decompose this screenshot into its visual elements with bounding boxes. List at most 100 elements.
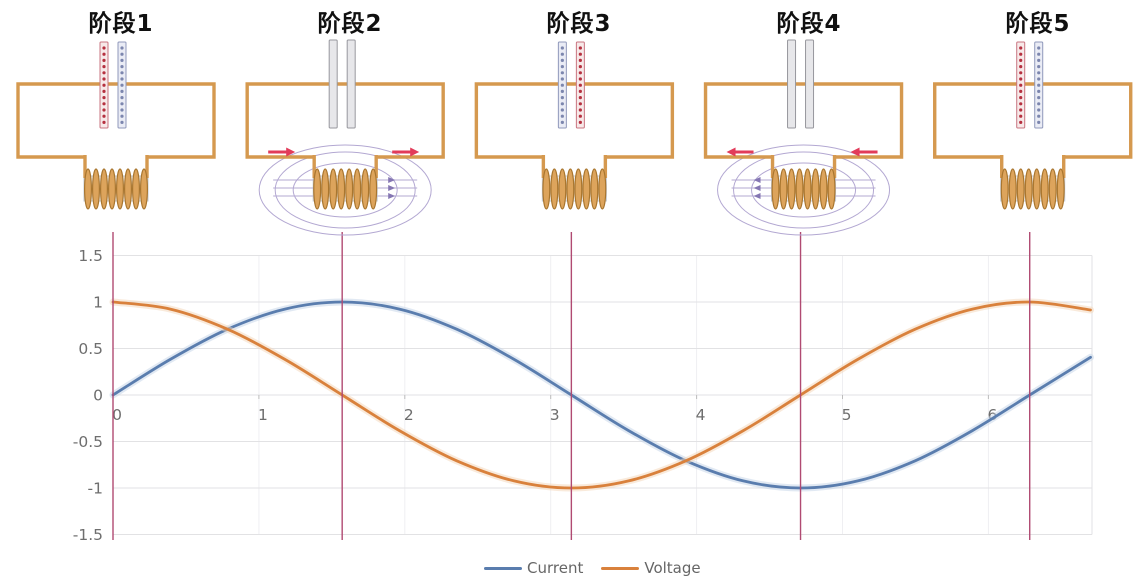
charge-dot	[578, 89, 582, 93]
charge-dot	[102, 71, 106, 75]
charge-dot	[1037, 65, 1041, 69]
charge-dot	[120, 71, 124, 75]
coil-turn	[590, 168, 599, 210]
coil-turn	[787, 168, 796, 210]
coil-turn	[550, 168, 559, 210]
charge-dot	[102, 77, 106, 81]
circuit-outline	[933, 82, 1133, 159]
magnetic-field-ellipse	[258, 144, 432, 236]
x-tick-label: 5	[842, 406, 852, 424]
stage-diagram-5	[933, 41, 1133, 210]
magnetic-field-ellipse	[717, 144, 891, 236]
charge-dot	[102, 96, 106, 100]
charge-dot	[1019, 120, 1023, 124]
stage-title-4: 阶段4	[776, 11, 842, 37]
magnetic-field-ellipse	[274, 151, 416, 229]
charge-dot	[578, 83, 582, 87]
charge-dot	[120, 65, 124, 69]
y-tick-label: -1.5	[73, 526, 103, 544]
current-line	[111, 300, 1092, 490]
charge-dot	[578, 52, 582, 56]
coil-turn	[795, 168, 804, 210]
current-line-swatch	[484, 566, 522, 570]
charge-dot	[1037, 102, 1041, 106]
stage-title-2: 阶段2	[317, 11, 383, 37]
x-tick-label: 1	[258, 406, 268, 424]
charge-dot	[102, 102, 106, 106]
field-direction-arrow	[753, 193, 761, 199]
charge-dot	[578, 77, 582, 81]
field-direction-arrow	[388, 185, 396, 191]
coil-turn	[1008, 168, 1017, 210]
charge-dot	[560, 114, 564, 118]
y-tick-label: 1.5	[78, 247, 103, 265]
charge-dot	[578, 71, 582, 75]
coil-turn	[313, 168, 322, 210]
stage-diagram-4	[703, 39, 904, 236]
coil-turn	[91, 168, 100, 210]
charge-dot	[560, 71, 564, 75]
charge-dot	[102, 58, 106, 63]
coil-turn	[107, 168, 116, 210]
charge-dot	[1037, 77, 1041, 81]
charge-dot	[560, 58, 564, 63]
charge-dot	[578, 102, 582, 106]
coil-turn	[345, 168, 354, 210]
charge-dot	[560, 102, 564, 106]
coil-turn	[1032, 168, 1041, 210]
coil-turn	[582, 168, 591, 210]
voltage-line	[111, 300, 1092, 490]
coil-turn	[566, 168, 575, 210]
coil-turn	[827, 168, 836, 210]
charge-dot	[1019, 65, 1023, 69]
coil-turn	[779, 168, 788, 210]
coil-turn	[558, 168, 567, 210]
coil-turn	[99, 168, 108, 210]
circuit-outline	[16, 82, 216, 159]
charge-dot	[560, 96, 564, 100]
coil-turn	[1048, 168, 1057, 210]
capacitor-plate-neutral	[787, 39, 797, 129]
coil-turn	[811, 168, 820, 210]
charge-dot	[1019, 96, 1023, 100]
field-direction-arrow	[753, 185, 761, 191]
charge-dot	[1019, 71, 1023, 75]
charge-dot	[120, 108, 124, 112]
charge-dot	[560, 108, 564, 112]
y-tick-label: -0.5	[73, 433, 103, 451]
charge-dot	[120, 52, 124, 56]
charge-dot	[1037, 96, 1041, 100]
coil-turn	[598, 168, 607, 210]
x-tick-label: 2	[404, 406, 414, 424]
charge-dot	[120, 58, 124, 63]
charge-dot	[102, 108, 106, 112]
magnetic-field-ellipse	[292, 162, 398, 218]
coil-turn	[83, 168, 92, 210]
coil-turn	[321, 168, 330, 210]
charge-dot	[102, 120, 106, 124]
coil-turn	[140, 168, 149, 210]
coil-turn	[369, 168, 378, 210]
charge-dot	[560, 52, 564, 56]
charge-dot	[1037, 114, 1041, 118]
coil-turn	[1040, 168, 1049, 210]
charge-dot	[1019, 102, 1023, 106]
charge-dot	[1019, 108, 1023, 112]
coil-turn	[574, 168, 583, 210]
charge-dot	[1037, 120, 1041, 124]
current-arrow-head	[286, 147, 296, 157]
coil-turn	[353, 168, 362, 210]
field-direction-arrow	[388, 177, 396, 183]
charge-dot	[560, 46, 564, 50]
circuit-outline	[703, 82, 904, 159]
charge-dot	[578, 114, 582, 118]
charge-dot	[560, 89, 564, 93]
y-tick-label: 0.5	[78, 340, 103, 358]
coil-turn	[337, 168, 346, 210]
charge-dot	[102, 65, 106, 69]
coil-turn	[329, 168, 338, 210]
x-tick-label: 4	[696, 406, 706, 424]
current-arrow-head	[850, 147, 860, 157]
charge-dot	[120, 89, 124, 93]
